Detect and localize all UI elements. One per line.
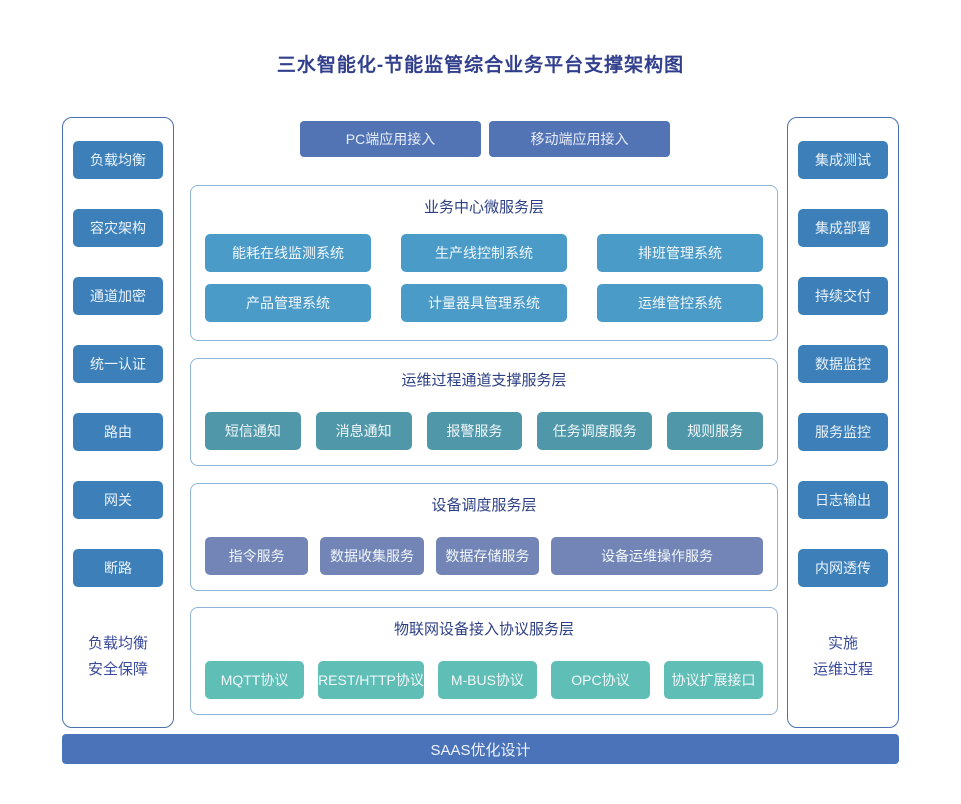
right-panel-item-data-monitoring: 数据监控 — [798, 345, 888, 383]
box-production-line-control-system: 生产线控制系统 — [401, 234, 567, 272]
right-panel-item-integration-deploy: 集成部署 — [798, 209, 888, 247]
box-product-management-system: 产品管理系统 — [205, 284, 371, 322]
right-panel-caption: 实施 运维过程 — [813, 631, 873, 683]
box-ops-control-system: 运维管控系统 — [597, 284, 763, 322]
box-shift-management-system: 排班管理系统 — [597, 234, 763, 272]
right-panel-caption-line2: 运维过程 — [812, 661, 873, 678]
section-title: 设备调度服务层 — [431, 497, 537, 514]
box-opc-protocol: OPC协议 — [550, 661, 650, 699]
section-title: 运维过程通道支撑服务层 — [401, 372, 567, 389]
section-iot-protocols: 物联网设备接入协议服务层 MQTT协议 REST/HTTP协议 M-BUS协议 … — [190, 607, 778, 715]
box-data-storage-service: 数据存储服务 — [435, 537, 540, 575]
protocol-row: MQTT协议 REST/HTTP协议 M-BUS协议 OPC协议 协议扩展接口 — [205, 661, 764, 699]
left-panel-caption-line1: 负载均衡 — [87, 635, 148, 652]
section-ops-channel-support: 运维过程通道支撑服务层 短信通知 消息通知 报警服务 任务调度服务 规则服务 — [190, 358, 778, 466]
box-device-ops-operation-service: 设备运维操作服务 — [551, 537, 763, 575]
box-mbus-protocol: M-BUS协议 — [437, 661, 537, 699]
box-alarm-service: 报警服务 — [426, 412, 523, 450]
left-panel-item-channel-encryption: 通道加密 — [73, 277, 163, 315]
box-metering-instrument-system: 计量器具管理系统 — [401, 284, 567, 322]
left-panel-caption: 负载均衡 安全保障 — [88, 631, 148, 683]
business-row-2: 产品管理系统 计量器具管理系统 运维管控系统 — [205, 284, 763, 322]
mobile-access-box: 移动端应用接入 — [489, 121, 670, 157]
box-data-collection-service: 数据收集服务 — [320, 537, 424, 575]
left-panel-caption-line2: 安全保障 — [87, 661, 148, 678]
left-panel-item-circuit-break: 断路 — [73, 549, 163, 587]
business-row-1: 能耗在线监测系统 生产线控制系统 排班管理系统 — [205, 234, 763, 272]
access-layer-row: PC端应用接入 移动端应用接入 — [190, 121, 780, 157]
page-title: 三水智能化-节能监管综合业务平台支撑架构图 — [276, 55, 685, 76]
section-business-microservices: 业务中心微服务层 能耗在线监测系统 生产线控制系统 排班管理系统 产品管理系统 … — [190, 185, 778, 341]
left-panel-item-routing: 路由 — [73, 413, 163, 451]
right-panel-item-integration-test: 集成测试 — [798, 141, 888, 179]
section-title: 业务中心微服务层 — [423, 199, 544, 216]
box-protocol-extension-interface: 协议扩展接口 — [663, 661, 764, 699]
left-panel-item-disaster-architecture: 容灾架构 — [73, 209, 163, 247]
left-panel: 负载均衡 容灾架构 通道加密 统一认证 路由 网关 断路 负载均衡 安全保障 — [62, 117, 174, 728]
left-panel-item-gateway: 网关 — [73, 481, 163, 519]
right-panel-caption-line1: 实施 — [827, 635, 858, 652]
box-command-service: 指令服务 — [205, 537, 309, 575]
box-rest-http-protocol: REST/HTTP协议 — [318, 661, 424, 699]
pc-access-box: PC端应用接入 — [300, 121, 481, 157]
box-sms-notification: 短信通知 — [205, 412, 301, 450]
main-column: PC端应用接入 移动端应用接入 业务中心微服务层 能耗在线监测系统 生产线控制系… — [190, 117, 780, 728]
right-panel-item-service-monitoring: 服务监控 — [798, 413, 888, 451]
saas-optimization-bar: SAAS优化设计 — [62, 734, 899, 764]
box-task-scheduling-service: 任务调度服务 — [537, 412, 653, 450]
box-message-notification: 消息通知 — [315, 412, 412, 450]
box-rule-service: 规则服务 — [667, 412, 763, 450]
box-mqtt-protocol: MQTT协议 — [205, 661, 305, 699]
section-title: 物联网设备接入协议服务层 — [393, 621, 574, 638]
right-panel-item-continuous-delivery: 持续交付 — [798, 277, 888, 315]
left-panel-item-load-balancing: 负载均衡 — [73, 141, 163, 179]
right-panel-item-log-output: 日志输出 — [798, 481, 888, 519]
right-panel-item-intranet-passthrough: 内网透传 — [798, 549, 888, 587]
channel-row: 短信通知 消息通知 报警服务 任务调度服务 规则服务 — [205, 412, 763, 450]
left-panel-item-unified-auth: 统一认证 — [73, 345, 163, 383]
box-energy-monitoring-system: 能耗在线监测系统 — [205, 234, 371, 272]
device-row: 指令服务 数据收集服务 数据存储服务 设备运维操作服务 — [205, 537, 763, 575]
right-panel: 集成测试 集成部署 持续交付 数据监控 服务监控 日志输出 内网透传 实施 运维… — [787, 117, 899, 728]
section-device-scheduling: 设备调度服务层 指令服务 数据收集服务 数据存储服务 设备运维操作服务 — [190, 483, 778, 591]
